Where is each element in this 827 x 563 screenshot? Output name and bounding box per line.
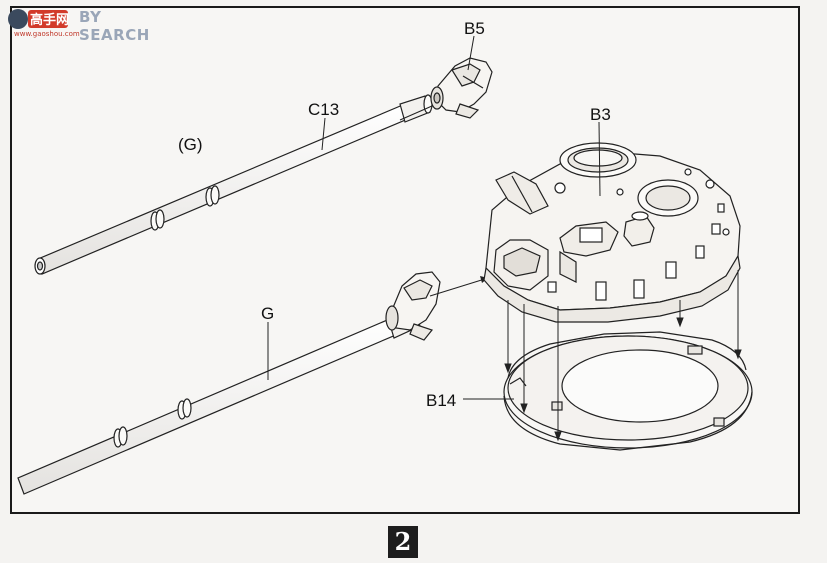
leader-lines xyxy=(267,35,601,400)
watermark-logo: 高手网 BY SEARCH www.gaoshou.com xyxy=(2,3,162,44)
watermark-text: BY SEARCH xyxy=(79,8,150,44)
barrel-g xyxy=(17,307,421,495)
label-c13: C13 xyxy=(308,100,340,119)
mantlet-lower xyxy=(385,271,441,341)
turret-b3 xyxy=(483,142,741,323)
label-g-paren: (G) xyxy=(178,135,203,154)
label-g: G xyxy=(261,304,275,323)
watermark-url: www.gaoshou.com xyxy=(14,30,80,38)
assembly-guide-lines xyxy=(504,270,742,442)
label-b5: B5 xyxy=(464,19,485,38)
barrel-c13 xyxy=(34,94,433,275)
site-logo-icon: 高手网 xyxy=(8,9,69,29)
label-b14: B14 xyxy=(426,391,457,410)
svg-text:高手网: 高手网 xyxy=(30,12,69,28)
turret-ring-b14 xyxy=(503,331,753,451)
label-b3: B3 xyxy=(590,105,611,124)
mantlet-b5 xyxy=(430,57,493,119)
step-number: 2 xyxy=(388,526,418,558)
